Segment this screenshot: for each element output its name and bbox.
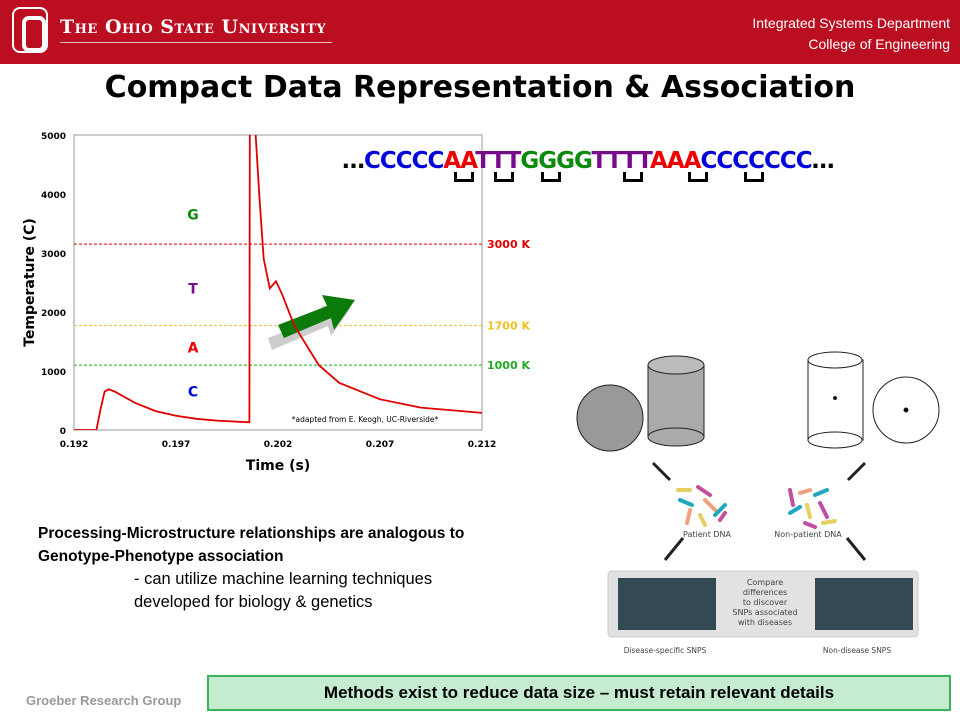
body-text: Processing-Microstructure relationships … — [38, 522, 464, 614]
y-tick-label: 5000 — [41, 132, 66, 142]
divider — [60, 42, 332, 43]
summary-callout: Methods exist to reduce data size – must… — [207, 675, 951, 711]
patient-sample-icon — [576, 355, 705, 452]
sequence-segment: AA — [443, 148, 476, 174]
sequence-segment: … — [811, 148, 835, 174]
nondisease-snps-label: Non-disease SNPS — [823, 646, 891, 655]
sequence-segment: CCCCC — [364, 148, 444, 174]
nonpatient-sample-icon — [807, 351, 940, 449]
region-label: G — [187, 208, 199, 224]
y-axis-label: Temperature (C) — [22, 218, 38, 347]
sequence-segment: CCCCCCC — [700, 148, 812, 174]
bracket — [688, 172, 708, 182]
body-line: - can utilize machine learning technique… — [134, 570, 433, 588]
compare-line: Compare — [747, 578, 783, 587]
y-tick-label: 2000 — [41, 309, 66, 319]
compare-line: to discover — [743, 598, 788, 607]
research-group-label: Groeber Research Group — [26, 693, 182, 708]
temperature-chart: 0 1000 2000 3000 4000 5000 0.192 0.197 0.202 0.20… — [22, 132, 530, 474]
ohio-state-logo — [12, 7, 48, 53]
department-name: Integrated Systems Department — [752, 15, 950, 31]
slide-title: Compact Data Representation & Associatio… — [104, 70, 856, 105]
x-tick-label: 0.207 — [366, 440, 394, 450]
sequence-segment: … — [342, 148, 365, 174]
green-arrow-icon — [278, 295, 355, 338]
threshold-label: 1000 K — [487, 359, 530, 372]
sequence-segment: TTTT — [591, 148, 651, 174]
x-tick-label: 0.212 — [468, 440, 496, 450]
disease-snps-label: Disease-specific SNPS — [624, 646, 707, 655]
y-tick-label: 4000 — [41, 191, 66, 201]
university-name: The Ohio State University — [60, 16, 327, 38]
bracket — [494, 172, 514, 182]
region-label: C — [188, 385, 198, 401]
threshold-label: 3000 K — [487, 238, 530, 251]
nonpatient-dna-label: Non-patient DNA — [774, 530, 842, 539]
x-tick-label: 0.202 — [264, 440, 292, 450]
body-line: Processing-Microstructure relationships … — [38, 525, 465, 542]
bracket — [744, 172, 764, 182]
y-tick-label: 3000 — [41, 250, 66, 260]
snp-array-icon — [618, 578, 913, 630]
x-tick-label: 0.192 — [60, 440, 88, 450]
compare-line: SNPs associated — [732, 608, 797, 617]
sequence-segment: AAA — [650, 148, 701, 174]
source-annotation: *adapted from E. Keogh, UC-Riverside* — [292, 415, 439, 424]
bracket — [623, 172, 643, 182]
y-tick-label: 1000 — [41, 368, 66, 378]
body-line: Genotype-Phenotype association — [38, 548, 284, 565]
temperature-series-line — [74, 135, 482, 430]
threshold-label: 1700 K — [487, 320, 530, 333]
snp-figure: Patient DNA Non-patient DNA Comparediffe… — [576, 351, 940, 655]
bracket — [541, 172, 561, 182]
y-tick-label: 0 — [60, 427, 66, 437]
header-bar: The Ohio State University Integrated Sys… — [0, 0, 960, 64]
compare-line: differences — [743, 588, 787, 597]
department-info: Integrated Systems Department College of… — [752, 13, 950, 55]
x-tick-label: 0.197 — [162, 440, 190, 450]
sequence-segment: TTT — [475, 148, 521, 174]
sequence-segment: GGGG — [520, 148, 592, 174]
arrow-icon — [651, 461, 867, 561]
region-label: A — [188, 340, 199, 356]
x-axis-label: Time (s) — [246, 458, 310, 474]
body-line: developed for biology & genetics — [134, 593, 373, 611]
dna-sequence: …CCCCCAATTTGGGGTTTTAAACCCCCCC… — [342, 148, 835, 174]
college-name: College of Engineering — [808, 36, 950, 52]
chromosomes-icon — [676, 485, 837, 529]
patient-dna-label: Patient DNA — [683, 530, 732, 539]
bracket — [454, 172, 474, 182]
region-label: T — [188, 281, 198, 297]
compare-line: with diseases — [738, 618, 792, 627]
plot-area — [73, 134, 483, 431]
